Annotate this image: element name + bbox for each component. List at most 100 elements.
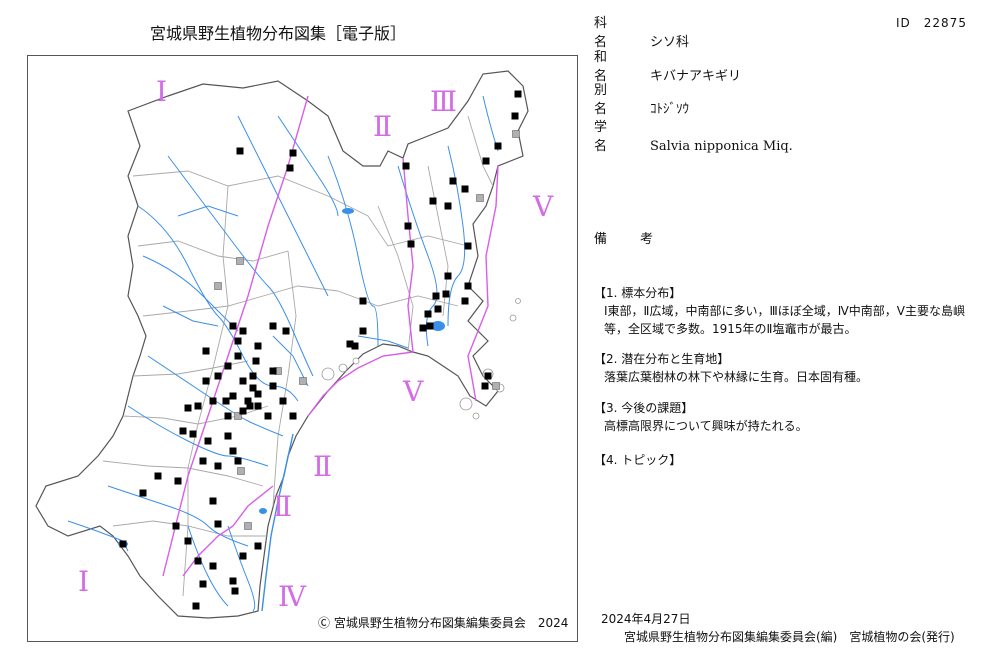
specimen-record-marker	[189, 430, 197, 438]
family-value: シソ科	[650, 35, 690, 50]
specimen-record-marker	[254, 390, 262, 398]
specimen-record-marker	[289, 412, 297, 420]
region-label: Ⅱ	[273, 490, 292, 523]
specimen-record-marker	[404, 222, 412, 230]
specimen-record-marker	[286, 164, 294, 172]
specimen-record-marker	[139, 489, 147, 497]
specimen-record-marker	[484, 372, 492, 380]
specimen-record-marker	[184, 537, 192, 545]
old-record-marker	[236, 257, 244, 265]
specimen-record-marker	[444, 202, 452, 210]
specimen-record-marker	[246, 402, 254, 410]
record-id: ID 22875	[896, 16, 967, 30]
specimen-record-marker	[464, 282, 472, 290]
old-record-marker	[512, 130, 520, 138]
specimen-record-marker	[179, 427, 187, 435]
specimen-record-marker	[194, 402, 202, 410]
specimen-record-marker	[229, 322, 237, 330]
specimen-record-marker	[254, 342, 262, 350]
specimen-record-marker	[239, 377, 247, 385]
specimen-record-marker	[119, 540, 127, 548]
publication-date: 2024年4月27日	[601, 612, 691, 626]
region-label: Ⅲ	[430, 85, 457, 118]
municipal-borders	[102, 115, 494, 597]
publisher: 宮城県野生植物分布図集編集委員会(編) 宮城植物の会(発行)	[624, 630, 955, 644]
note-body: Ⅰ東部，Ⅱ広域，中南部に多い，Ⅲほぼ全域，Ⅳ中南部，Ⅴ主要な島嶼等，全区域で多数…	[604, 304, 966, 336]
old-record-marker	[237, 467, 245, 475]
specimen-record-marker	[192, 602, 200, 610]
specimen-record-marker	[224, 432, 232, 440]
specimen-record-marker	[351, 342, 359, 350]
specimen-record-marker	[204, 437, 212, 445]
specimen-record-marker	[202, 347, 210, 355]
specimen-record-marker	[289, 149, 297, 157]
specimen-record-marker	[249, 372, 257, 380]
specimen-record-marker	[229, 577, 237, 585]
japanese-name-row: 和 名キバナアキギリ	[594, 46, 741, 84]
specimen-record-marker	[424, 310, 432, 318]
family-row: 科 名シソ科	[594, 12, 689, 50]
specimen-record-marker	[461, 297, 469, 305]
note-section-habitat: 【2. 潜在分布と生育地】 落葉広葉樹林の林下や林縁に生育。日本固有種。	[594, 350, 974, 386]
alias-label: 別 名	[594, 83, 641, 117]
old-record-marker	[476, 194, 484, 202]
coastline-highlight	[261, 433, 294, 612]
old-record-marker	[234, 412, 242, 420]
specimen-record-marker	[209, 397, 217, 405]
specimen-record-marker	[254, 402, 262, 410]
scientific-name-value: Salvia nipponica Miq.	[650, 139, 793, 154]
specimen-record-marker	[346, 340, 354, 348]
specimen-record-marker	[461, 185, 469, 193]
specimen-record-marker	[239, 327, 247, 335]
specimen-record-marker	[449, 177, 457, 185]
specimen-record-marker	[434, 305, 442, 313]
note-section-topic: 【4. トピック】	[594, 451, 974, 469]
specimen-record-marker	[464, 242, 472, 250]
specimen-record-marker	[426, 322, 434, 330]
family-label: 科 名	[594, 16, 641, 50]
specimen-record-marker	[222, 397, 230, 405]
japanese-name-value: キバナアキギリ	[650, 69, 742, 84]
specimen-record-marker	[402, 162, 410, 170]
specimen-record-marker	[442, 290, 450, 298]
specimen-record-marker	[229, 447, 237, 455]
specimen-record-marker	[432, 292, 440, 300]
specimen-record-marker	[429, 197, 437, 205]
region-borders	[162, 95, 499, 577]
specimen-record-marker	[482, 157, 490, 165]
region-label: Ⅴ	[532, 190, 554, 223]
japanese-name-label: 和 名	[594, 50, 641, 84]
atlas-title: 宮城県野生植物分布図集［電子版］	[150, 24, 407, 43]
notes-label: 備 考	[594, 232, 664, 247]
specimen-record-marker	[244, 397, 252, 405]
specimen-record-marker	[209, 562, 217, 570]
specimen-record-marker	[214, 462, 222, 470]
specimen-record-marker	[229, 392, 237, 400]
note-heading: 【2. 潜在分布と生育地】	[594, 352, 730, 366]
specimen-record-marker	[154, 472, 162, 480]
specimen-record-marker	[172, 522, 180, 530]
region-label: Ⅰ	[78, 565, 89, 598]
specimen-record-marker	[214, 372, 222, 380]
note-heading: 【3. 今後の課題】	[594, 401, 694, 415]
specimen-record-marker	[481, 382, 489, 390]
specimen-record-marker	[444, 272, 452, 280]
specimen-record-marker	[199, 457, 207, 465]
old-record-marker	[299, 377, 307, 385]
specimen-record-marker	[419, 324, 427, 332]
old-record-marker	[492, 382, 500, 390]
note-body: 落葉広葉樹林の林下や林縁に生育。日本固有種。	[604, 370, 869, 384]
alias-value: ｺﾄｼﾞｿｳ	[650, 102, 689, 117]
specimen-record-marker	[214, 520, 222, 528]
specimen-record-marker	[269, 367, 277, 375]
note-body: 高標高限界について興味が持たれる。	[604, 419, 808, 433]
specimen-record-marker	[234, 337, 242, 345]
specimen-record-marker	[511, 112, 519, 120]
specimen-record-marker	[202, 377, 210, 385]
region-label: Ⅴ	[402, 375, 424, 408]
old-record-marker	[244, 522, 252, 530]
specimen-record-marker	[199, 580, 207, 588]
note-heading: 【4. トピック】	[594, 453, 682, 467]
